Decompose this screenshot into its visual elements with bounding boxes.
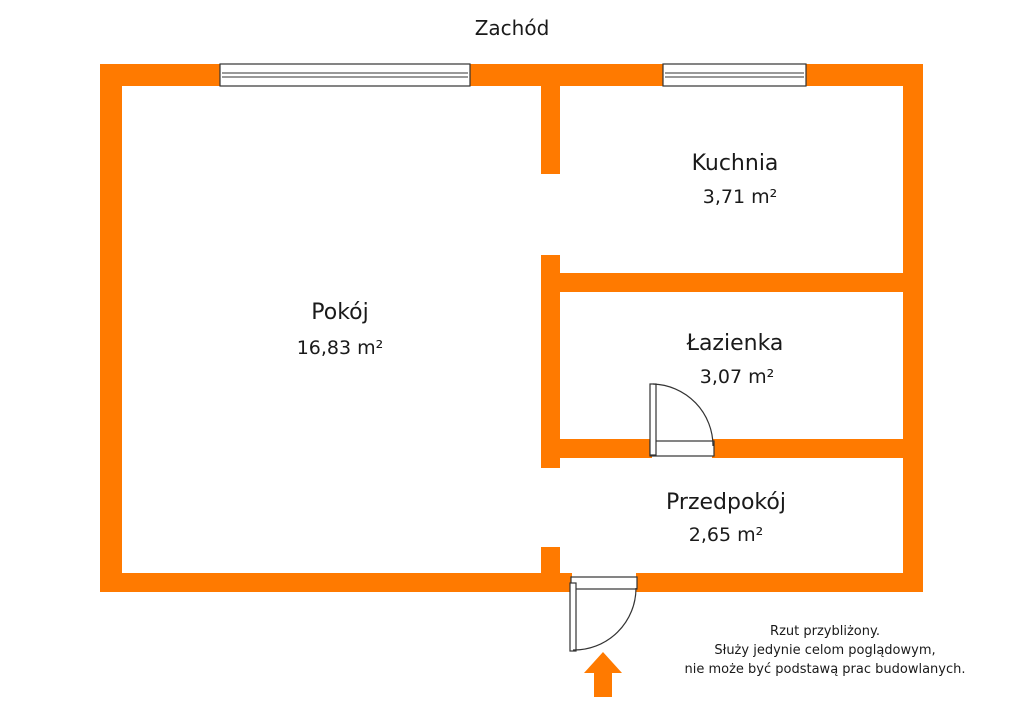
arrow-up-icon xyxy=(584,652,622,697)
disclaimer-line-3: nie może być podstawą prac budowlanych. xyxy=(684,662,966,677)
disclaimer-line-1: Rzut przybliżony. xyxy=(770,624,880,639)
room-area-lazienka: 3,07 m² xyxy=(699,366,775,388)
window-kitchen xyxy=(662,63,807,87)
wall-partition-upper xyxy=(541,86,560,174)
compass-label: Zachód xyxy=(474,16,550,40)
wall-bottom-right xyxy=(636,573,923,592)
room-name-przedpokoj: Przedpokój xyxy=(666,490,786,515)
room-area-kuchnia: 3,71 m² xyxy=(702,186,778,208)
room-name-lazienka: Łazienka xyxy=(686,331,784,356)
wall-bathroom-bottom-right xyxy=(712,439,911,458)
wall-bathroom-bottom-left xyxy=(541,439,652,458)
wall-bottom-left xyxy=(100,573,572,592)
room-name-pokoj: Pokój xyxy=(311,300,369,325)
room-area-pokoj: 16,83 m² xyxy=(296,337,384,359)
wall-partition-lower xyxy=(541,547,560,577)
room-name-kuchnia: Kuchnia xyxy=(691,151,779,176)
wall-partition-middle xyxy=(541,255,560,468)
door-bathroom xyxy=(649,383,715,457)
door-entrance xyxy=(569,576,638,652)
window-room xyxy=(219,63,471,87)
room-area-przedpokoj: 2,65 m² xyxy=(688,524,764,546)
disclaimer-line-2: Służy jedynie celom poglądowym, xyxy=(714,643,936,658)
disclaimer: Rzut przybliżony. Służy jedynie celom po… xyxy=(650,622,1000,679)
wall-kitchen-bathroom xyxy=(541,273,911,292)
wall-right xyxy=(903,64,923,592)
wall-left xyxy=(100,64,122,592)
